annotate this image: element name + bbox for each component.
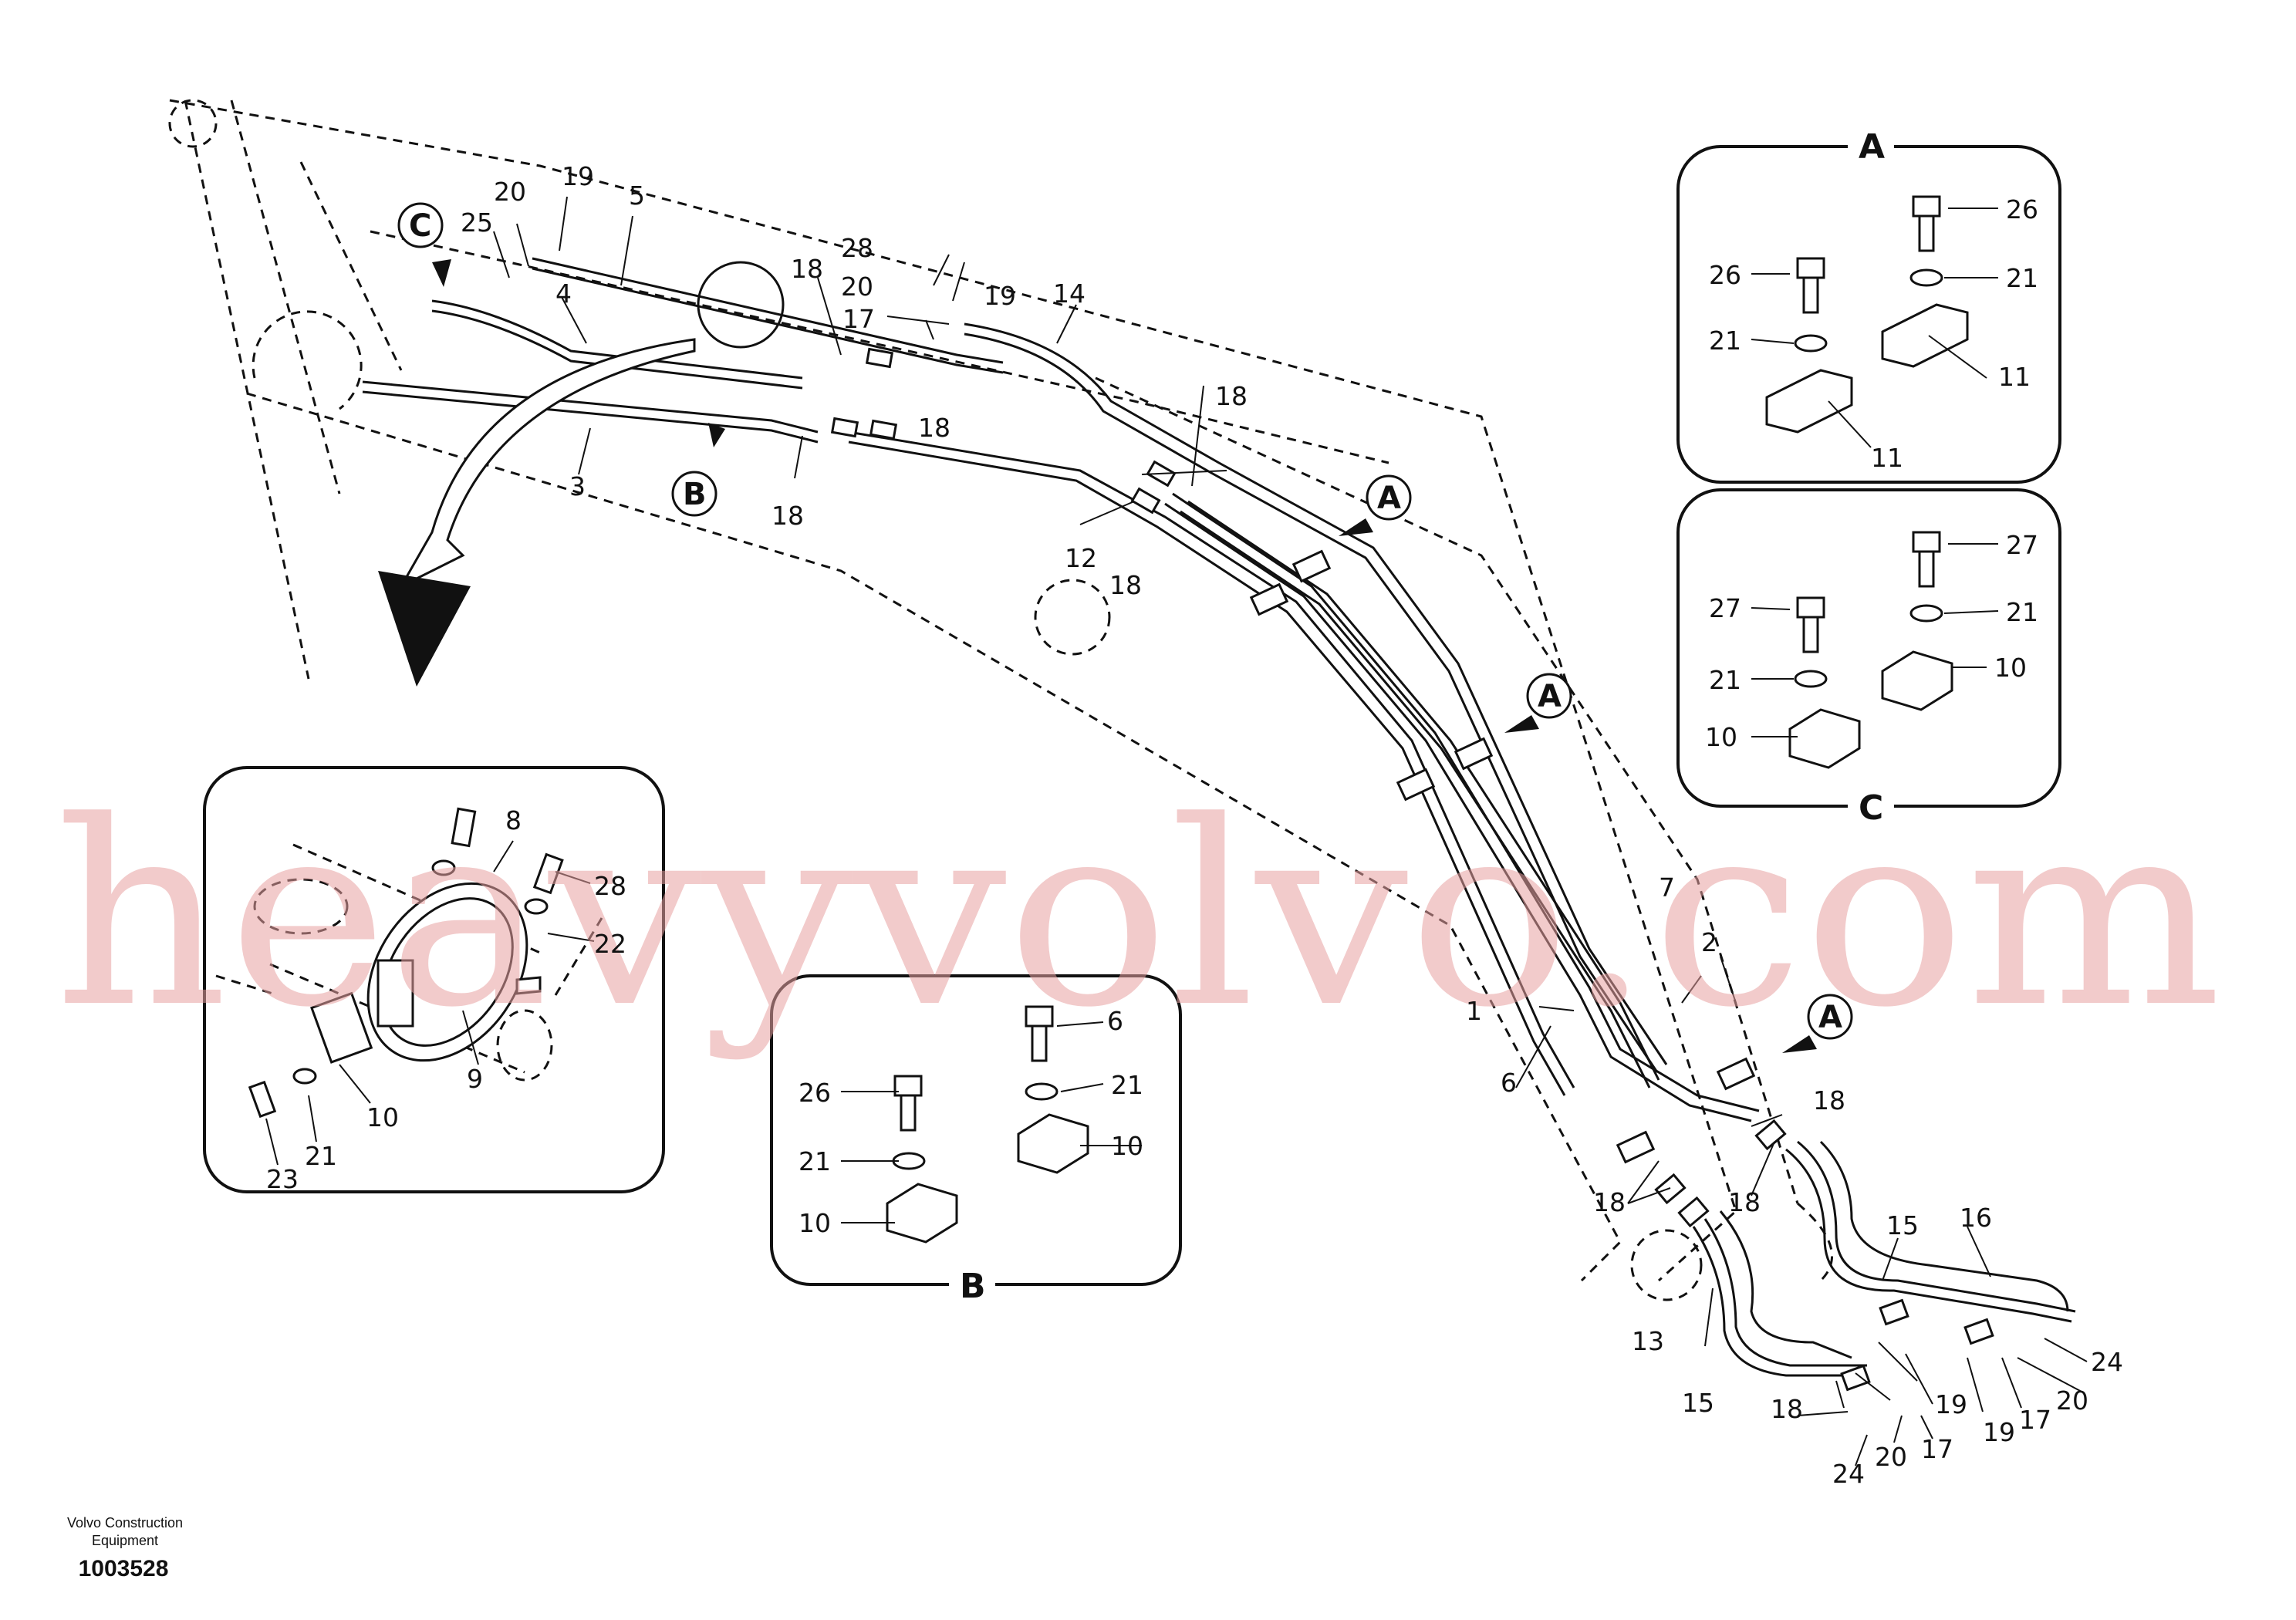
part-label: 19 [562, 161, 594, 191]
part-label: 15 [1682, 1388, 1714, 1418]
part-label: 11 [1998, 362, 2031, 392]
footer-company-line2: Equipment [92, 1533, 158, 1548]
part-label: 21 [2006, 597, 2038, 627]
part-label: 20 [494, 177, 526, 207]
part-label: 18 [772, 501, 804, 531]
detail-b-title: B [960, 1267, 986, 1306]
callout-letters: C B A A A [409, 208, 1842, 1035]
part-label: 21 [305, 1141, 337, 1171]
part-label: 24 [2091, 1347, 2123, 1377]
part-label: 21 [799, 1146, 831, 1176]
part-label: 22 [594, 929, 626, 959]
part-label: 25 [461, 208, 493, 238]
part-label: 18 [1593, 1187, 1626, 1217]
part-label: 2 [1701, 927, 1717, 957]
part-label: 14 [1053, 278, 1086, 309]
part-label: 26 [2006, 194, 2038, 224]
watermark: heavyvolvo.com [54, 767, 2222, 1063]
detail-a-title: A [1859, 127, 1885, 167]
footer-company-line1: Volvo Construction [67, 1515, 183, 1531]
part-label: 26 [799, 1078, 831, 1108]
part-label: 4 [555, 278, 572, 309]
part-label: 28 [594, 871, 626, 901]
part-label: 10 [366, 1102, 399, 1132]
part-label: 19 [984, 281, 1016, 311]
part-label: 20 [841, 272, 873, 302]
part-label: 8 [505, 805, 522, 835]
part-label: 27 [1709, 593, 1741, 623]
detail-clamp-box [203, 766, 665, 1193]
part-label: 5 [629, 181, 645, 211]
part-label: 18 [1215, 381, 1248, 411]
part-label: 17 [1921, 1434, 1953, 1464]
detail-b-box [770, 974, 1182, 1304]
part-label: 3 [569, 471, 586, 501]
part-label: 23 [266, 1164, 299, 1194]
part-label: 26 [1709, 260, 1741, 290]
part-label: 21 [1709, 326, 1741, 356]
part-label: 10 [1994, 653, 2027, 683]
part-label: 6 [1107, 1006, 1123, 1036]
part-label: 20 [2056, 1385, 2088, 1416]
part-label: 19 [1983, 1417, 2015, 1447]
part-label: 21 [1709, 665, 1741, 695]
leader-lines [265, 196, 2088, 1466]
part-label: 18 [1813, 1085, 1845, 1115]
part-label: 15 [1886, 1210, 1919, 1240]
arm-outline [1095, 376, 1833, 1282]
part-label: 19 [1935, 1389, 1967, 1419]
detail-arrow [378, 338, 696, 687]
detail-a-box [1676, 127, 2061, 484]
part-label: 18 [791, 254, 823, 284]
callout-a[interactable]: A [1818, 1000, 1842, 1035]
part-label: 12 [1065, 543, 1097, 573]
callout-a[interactable]: A [1538, 679, 1562, 714]
part-label: 1 [1466, 996, 1482, 1026]
part-label: 11 [1871, 443, 1903, 473]
part-labels: 20 25 19 5 4 3 18 18 28 20 17 19 14 18 1… [266, 161, 2123, 1489]
part-label: 18 [918, 413, 950, 443]
part-label: 10 [799, 1208, 831, 1238]
boom-outline [168, 99, 1737, 1301]
callout-c[interactable]: C [409, 208, 431, 244]
detail-c-title: C [1859, 788, 1883, 828]
part-label: 13 [1632, 1326, 1664, 1356]
callout-circles [397, 202, 1853, 1040]
part-label: 18 [1771, 1394, 1803, 1424]
part-label: 18 [1109, 570, 1142, 600]
part-label: 6 [1501, 1068, 1517, 1098]
part-label: 24 [1832, 1459, 1865, 1489]
callout-pointers [432, 259, 1817, 1053]
part-label: 7 [1659, 872, 1675, 903]
part-label: 28 [841, 233, 873, 263]
part-label: 21 [1111, 1070, 1143, 1100]
callout-a[interactable]: A [1377, 481, 1401, 516]
drawing-number: 1003528 [79, 1556, 169, 1581]
callout-b[interactable]: B [683, 477, 707, 512]
detail-titles: A B C [960, 127, 1885, 1306]
part-label: 20 [1875, 1442, 1907, 1472]
footer: Volvo Construction Equipment 1003528 [67, 1515, 183, 1581]
part-label: 17 [842, 304, 875, 334]
hose-lines [362, 257, 2076, 1377]
part-label: 10 [1705, 722, 1737, 752]
part-label: 21 [2006, 263, 2038, 293]
part-label: 17 [2019, 1405, 2051, 1435]
clamps [1249, 549, 1756, 1164]
part-label: 18 [1728, 1187, 1761, 1217]
part-label: 9 [467, 1064, 483, 1094]
hose-ring-outline [697, 261, 785, 349]
fittings [830, 347, 1994, 1392]
part-label: 10 [1111, 1131, 1143, 1161]
detail-c-box [1676, 488, 2061, 825]
part-label: 16 [1960, 1203, 1992, 1233]
part-label: 27 [2006, 530, 2038, 560]
